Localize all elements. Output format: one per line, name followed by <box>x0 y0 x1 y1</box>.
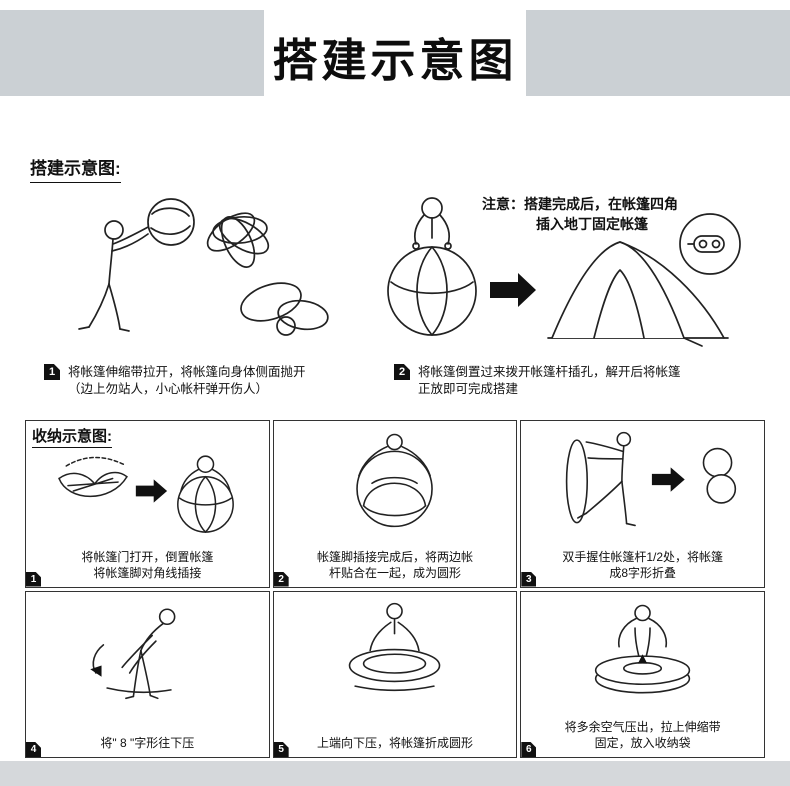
caption-line: 正放即可完成搭建 <box>418 382 519 396</box>
footer-bar <box>0 761 790 786</box>
page-title: 搭建示意图 <box>272 35 518 86</box>
caption-line: 双手握住帐篷杆1/2处，将帐篷 <box>562 549 723 564</box>
setup-step-2-caption: 将帐篷倒置过来拨开帐篷杆插孔，解开后将帐篷 正放即可完成搭建 <box>418 364 681 398</box>
storage-panel-4: 将" 8 "字形往下压 4 <box>25 590 270 758</box>
storage-panel-6: 将多余空气压出，拉上伸缩带 固定，放入收纳袋 6 <box>520 590 765 758</box>
setup-note: 注意：搭建完成后，在帐篷四角 插入地丁固定帐篷 <box>482 194 678 234</box>
step-marker: 4 <box>26 742 41 757</box>
banner-left-bar <box>0 10 264 96</box>
setup-section-heading: 搭建示意图: <box>30 154 121 183</box>
arrow-right-icon <box>490 273 536 307</box>
figure-eight-fold-illustration <box>565 431 736 527</box>
storage-panel-1: 收纳示意图: 将帐篷门打开，倒置帐篷 将帐篷脚对角线插接 1 <box>25 420 270 588</box>
caption-line: 将多余空气压出，拉上伸缩带 <box>564 720 721 734</box>
caption-line: 将帐篷门打开，倒置帐篷 <box>81 549 214 564</box>
caption-line: 杆贴合在一起，成为圆形 <box>328 565 461 580</box>
caption-line: 将" 8 "字形往下压 <box>100 736 195 750</box>
caption-line: 将帐篷伸缩带拉开，将帐篷向身体侧面抛开 <box>68 365 306 379</box>
setup-note-line1: 注意：搭建完成后，在帐篷四角 <box>482 196 678 212</box>
step-marker: 2 <box>273 571 289 587</box>
storage-section-heading: 收纳示意图: <box>32 425 112 448</box>
storage-panel-5: 上端向下压，将帐篷折成圆形 5 <box>272 590 518 758</box>
caption-line: 固定，放入收纳袋 <box>594 736 691 750</box>
caption-line: 将帐篷倒置过来拨开帐篷杆插孔，解开后将帐篷 <box>418 365 681 379</box>
storage-panel-3: 双手握住帐篷杆1/2处，将帐篷 成8字形折叠 3 <box>520 420 765 588</box>
panel-caption: 将帐篷门打开，倒置帐篷 将帐篷脚对角线插接 <box>26 549 269 581</box>
fold-tent-illustration <box>58 455 235 533</box>
arrow-right-icon <box>136 479 168 503</box>
setup-step-1-caption: 将帐篷伸缩带拉开，将帐篷向身体侧面抛开 （边上勿站人，小心帐杆弹开伤人） <box>68 364 306 398</box>
arrow-down-icon <box>90 665 102 677</box>
ring-fold-illustration <box>356 433 433 528</box>
pack-bag-illustration <box>594 604 690 693</box>
press-down-illustration <box>90 607 176 699</box>
step-marker: 1 <box>44 364 60 380</box>
arrow-up-icon <box>637 653 647 664</box>
caption-line: 帐篷脚插接完成后，将两边帐 <box>316 549 473 564</box>
setup-step-1: 1 将帐篷伸缩带拉开，将帐篷向身体侧面抛开 （边上勿站人，小心帐杆弹开伤人） <box>44 364 354 398</box>
throw-tent-illustration <box>78 198 329 336</box>
step-marker: 5 <box>273 742 289 757</box>
step-marker: 3 <box>521 571 537 587</box>
setup-step-2: 2 将帐篷倒置过来拨开帐篷杆插孔，解开后将帐篷 正放即可完成搭建 <box>394 364 734 398</box>
panel-caption: 将" 8 "字形往下压 <box>26 735 269 751</box>
banner-right-bar <box>526 10 790 96</box>
caption-line: 上端向下压，将帐篷折成圆形 <box>316 736 473 750</box>
caption-line: （边上勿站人，小心帐杆弹开伤人） <box>68 382 269 396</box>
storage-panel-2: 帐篷脚插接完成后，将两边帐 杆贴合在一起，成为圆形 2 <box>272 420 518 588</box>
step-marker: 6 <box>521 742 537 757</box>
step-marker: 2 <box>394 364 410 380</box>
panel-caption: 将多余空气压出，拉上伸缩带 固定，放入收纳袋 <box>521 719 764 751</box>
step-marker: 1 <box>26 571 41 587</box>
storage-grid: 收纳示意图: 将帐篷门打开，倒置帐篷 将帐篷脚对角线插接 1 <box>25 420 765 758</box>
flip-tent-illustration <box>387 197 741 347</box>
panel-caption: 帐篷脚插接完成后，将两边帐 杆贴合在一起，成为圆形 <box>274 549 517 581</box>
arrow-right-icon <box>651 467 685 492</box>
caption-line: 将帐篷脚对角线插接 <box>93 565 202 580</box>
panel-caption: 上端向下压，将帐篷折成圆形 <box>274 735 517 751</box>
caption-line: 成8字形折叠 <box>609 565 676 580</box>
panel-caption: 双手握住帐篷杆1/2处，将帐篷 成8字形折叠 <box>521 549 764 581</box>
setup-note-line2: 插入地丁固定帐篷 <box>536 216 648 232</box>
fold-circle-illustration <box>348 602 441 691</box>
